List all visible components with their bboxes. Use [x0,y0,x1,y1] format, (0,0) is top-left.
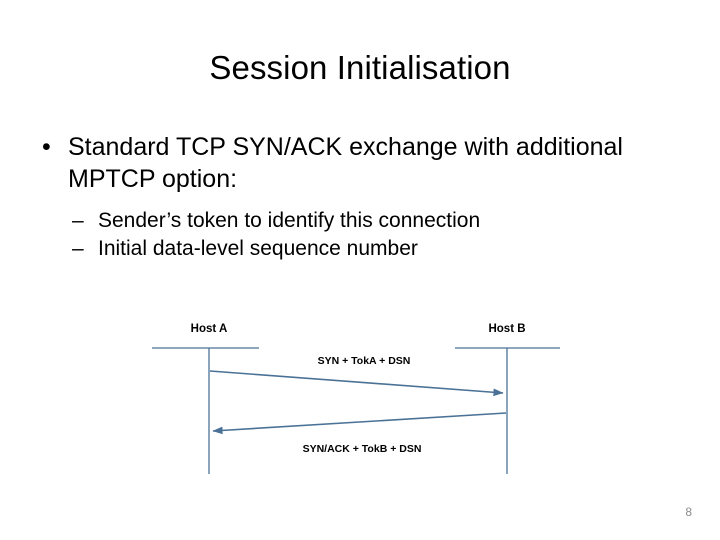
message-label-syn: SYN + TokA + DSN [318,355,411,367]
sub-bullet-text: Sender’s token to identify this connecti… [98,209,481,232]
page-title: Session Initialisation [209,49,511,86]
message-arrow-syn [209,370,504,397]
sequence-diagram-svg: Host A Host B SYN + TokA + DSN SYN/ACK +… [152,323,560,474]
message-label-synack: SYN/ACK + TokB + DSN [303,443,422,455]
message-arrow-synack [212,412,507,435]
host-b-label: Host B [488,323,525,335]
slide-body: • Standard TCP SYN/ACK exchange with add… [36,131,684,263]
sub-bullet-list: – Sender’s token to identify this connec… [36,207,684,263]
sub-bullet-item-sequence: – Initial data-level sequence number [72,235,684,263]
host-a-label: Host A [191,323,228,335]
dash-marker-icon: – [72,237,84,260]
bullet-item-primary: • Standard TCP SYN/ACK exchange with add… [36,131,684,195]
sequence-diagram: Host A Host B SYN + TokA + DSN SYN/ACK +… [0,300,720,490]
sub-bullet-item-token: – Sender’s token to identify this connec… [72,207,684,235]
bullet-marker-icon: • [42,133,51,161]
page-number: 8 [685,505,692,519]
dash-marker-icon: – [72,209,84,232]
sub-bullet-text: Initial data-level sequence number [98,237,418,260]
bullet-text: Standard TCP SYN/ACK exchange with addit… [68,133,623,193]
